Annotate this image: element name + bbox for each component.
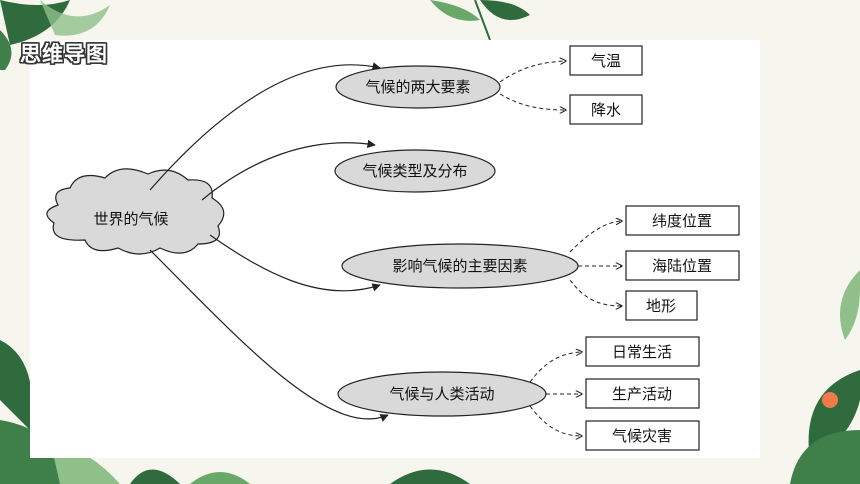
branch-node-1 [335,65,501,109]
right-leaf-decoration [790,270,860,484]
flower-icon [822,392,838,408]
page-title: 思维导图 [20,42,108,66]
diagram-panel: 世界的气候 气候的两大要素 气候类型及分布 影响气候的主要因素 气候与人类活动 … [30,40,760,458]
connector-b1-leaf-1 [499,61,566,83]
connector-b4-leaf-1 [529,352,582,383]
connector-b1-leaf-2 [499,93,566,110]
top-left-leaf-decoration [0,0,110,70]
leaf-label-b1-1: 气温 [591,52,621,70]
connector-root-branch-1 [149,62,381,191]
leaf-box-b4-1 [585,336,700,367]
branch-node-2 [334,149,496,193]
leaf-label-b4-2: 生产活动 [612,385,672,403]
bottom-leaf-decoration [130,469,470,484]
leaf-box-b4-2 [585,378,700,409]
connector-b4-leaf-3 [529,405,582,436]
branch-label-2: 气候类型及分布 [362,162,467,180]
connector-root-branch-2 [201,139,376,201]
leaf-box-b3-2 [625,250,740,281]
leaf-box-b3-3 [625,290,698,321]
leaf-box-b3-1 [625,205,740,236]
leaf-box-b1-1 [569,45,643,76]
root-cloud-shape [46,168,225,255]
connector-root-branch-4 [149,249,389,422]
leaf-label-b3-2: 海陆位置 [652,257,712,275]
leaf-label-b4-3: 气候灾害 [612,427,672,445]
connector-root-branch-3 [209,234,381,292]
leaf-label-b3-1: 纬度位置 [652,212,712,230]
leaf-label-b3-3: 地形 [646,297,676,315]
leaf-label-b4-1: 日常生活 [612,343,672,361]
connector-b3-leaf-1 [569,221,622,253]
leaf-box-b1-2 [569,94,643,125]
branch-label-1: 气候的两大要素 [365,78,470,96]
root-label: 世界的气候 [93,210,168,228]
leaf-box-b4-3 [585,420,700,451]
branch-label-3: 影响气候的主要因素 [392,257,527,275]
connector-b3-leaf-3 [569,279,622,306]
mind-map: 世界的气候 气候的两大要素 气候类型及分布 影响气候的主要因素 气候与人类活动 … [46,45,740,451]
leaf-label-b1-2: 降水 [591,101,621,119]
branch-label-4: 气候与人类活动 [389,385,494,403]
top-center-leaf-decoration [430,0,530,41]
